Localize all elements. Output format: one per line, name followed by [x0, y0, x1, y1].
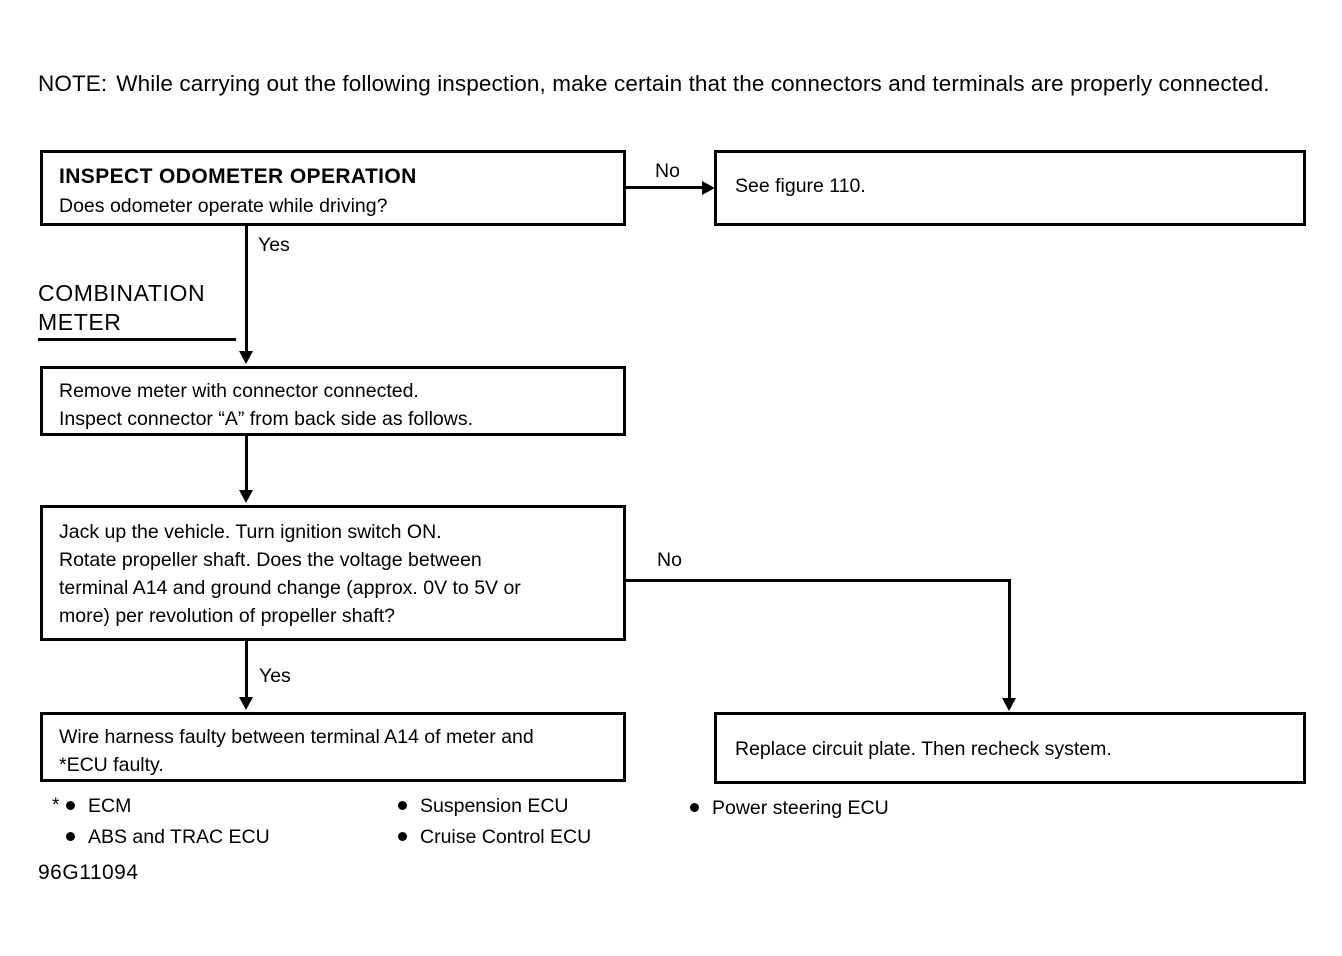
flow-box-remove-meter-content: Remove meter with connector connected. I…: [43, 369, 623, 433]
ecu-list-item: ABS and TRAC ECU: [66, 823, 270, 851]
flow-box-wire-harness-faulty: Wire harness faulty between terminal A14…: [40, 712, 626, 782]
ecu-list-item-label: Cruise Control ECU: [420, 826, 592, 848]
flow-box-jack-up-line-1: Jack up the vehicle. Turn ignition switc…: [59, 521, 442, 543]
bullet-dot-icon: [690, 803, 699, 812]
flow-box-replace-circuit-plate: Replace circuit plate. Then recheck syst…: [714, 712, 1306, 784]
ecu-list-left-row: ABS and TRAC ECU Cruise Control ECU: [40, 823, 640, 854]
flow-box-remove-meter-line-1: Remove meter with connector connected.: [59, 380, 419, 402]
ecu-list-left: * ECM Suspension ECU ABS and TRAC ECU Cr…: [40, 792, 640, 854]
section-heading-rule: [38, 338, 236, 341]
footnote-asterisk-marker: *: [52, 795, 60, 816]
section-heading-line-2: METER: [38, 309, 122, 335]
flow-box-replace-circuit-plate-text: Replace circuit plate. Then recheck syst…: [735, 738, 1112, 760]
connector-jackup-no-horizontal: [626, 579, 1011, 582]
flow-box-see-figure-text: See figure 110.: [735, 175, 866, 197]
bullet-dot-icon: [66, 832, 75, 841]
flow-box-replace-circuit-plate-content: Replace circuit plate. Then recheck syst…: [717, 715, 1303, 763]
section-heading-combination-meter: COMBINATION METER: [38, 279, 278, 341]
edge-label-inspect-no: No: [655, 160, 680, 182]
ecu-list-item: Power steering ECU: [690, 794, 889, 822]
ecu-list-item-label: ABS and TRAC ECU: [88, 826, 270, 848]
connector-inspect-yes-arrowhead: [239, 351, 253, 364]
ecu-list-item: ECM: [66, 792, 131, 820]
connector-jackup-yes-line: [245, 641, 248, 699]
flow-box-inspect-odometer-question: Does odometer operate while driving?: [59, 195, 388, 217]
flow-box-wire-harness-content: Wire harness faulty between terminal A14…: [43, 715, 623, 779]
ecu-list-item-label: Power steering ECU: [712, 797, 889, 819]
connector-remove-to-jackup-arrowhead: [239, 490, 253, 503]
edge-label-jackup-yes: Yes: [259, 665, 291, 687]
connector-jackup-no-vertical: [1008, 579, 1011, 701]
ecu-list-right: Power steering ECU: [690, 794, 1090, 825]
flow-box-wire-harness-line-1: Wire harness faulty between terminal A14…: [59, 726, 534, 748]
flow-box-jack-up-line-2: Rotate propeller shaft. Does the voltage…: [59, 549, 482, 571]
flow-box-jack-up-line-4: more) per revolution of propeller shaft?: [59, 605, 396, 627]
ecu-list-item: Cruise Control ECU: [398, 823, 591, 851]
flow-box-inspect-odometer-content: INSPECT ODOMETER OPERATION Does odometer…: [43, 153, 623, 220]
flow-box-see-figure: See figure 110.: [714, 150, 1306, 226]
ecu-list-item: Suspension ECU: [398, 792, 569, 820]
flow-box-remove-meter-line-2: Inspect connector “A” from back side as …: [59, 408, 474, 430]
flow-box-inspect-odometer-title: INSPECT ODOMETER OPERATION: [59, 165, 417, 188]
flow-box-wire-harness-line-2: *ECU faulty.: [59, 754, 164, 776]
flow-box-remove-meter: Remove meter with connector connected. I…: [40, 366, 626, 436]
connector-jackup-no-arrowhead: [1002, 698, 1016, 711]
figure-code: 96G11094: [38, 861, 139, 884]
connector-inspect-no-line: [626, 186, 708, 189]
bullet-dot-icon: [66, 801, 75, 810]
ecu-list-item-label: Suspension ECU: [420, 795, 569, 817]
section-heading-line-1: COMBINATION: [38, 280, 206, 306]
note-label: NOTE:: [38, 71, 108, 96]
flow-box-see-figure-content: See figure 110.: [717, 153, 1303, 200]
ecu-list-item-label: ECM: [88, 795, 132, 817]
connector-inspect-no-arrowhead: [702, 181, 715, 195]
connector-remove-to-jackup-line: [245, 436, 248, 492]
ecu-list-left-row: ECM Suspension ECU: [40, 792, 640, 823]
bullet-dot-icon: [398, 832, 407, 841]
bullet-dot-icon: [398, 801, 407, 810]
ecu-list-right-row: Power steering ECU: [690, 794, 1090, 825]
flow-box-inspect-odometer: INSPECT ODOMETER OPERATION Does odometer…: [40, 150, 626, 226]
note-text: While carrying out the following inspect…: [116, 71, 1270, 96]
edge-label-inspect-yes: Yes: [258, 234, 290, 256]
flow-box-jack-up: Jack up the vehicle. Turn ignition switc…: [40, 505, 626, 641]
edge-label-jackup-no: No: [657, 549, 682, 571]
note-paragraph: NOTE: While carrying out the following in…: [38, 68, 1318, 99]
flow-box-jack-up-content: Jack up the vehicle. Turn ignition switc…: [43, 508, 623, 630]
connector-jackup-yes-arrowhead: [239, 697, 253, 710]
flow-box-jack-up-line-3: terminal A14 and ground change (approx. …: [59, 577, 521, 599]
connector-inspect-yes-line: [245, 226, 248, 353]
